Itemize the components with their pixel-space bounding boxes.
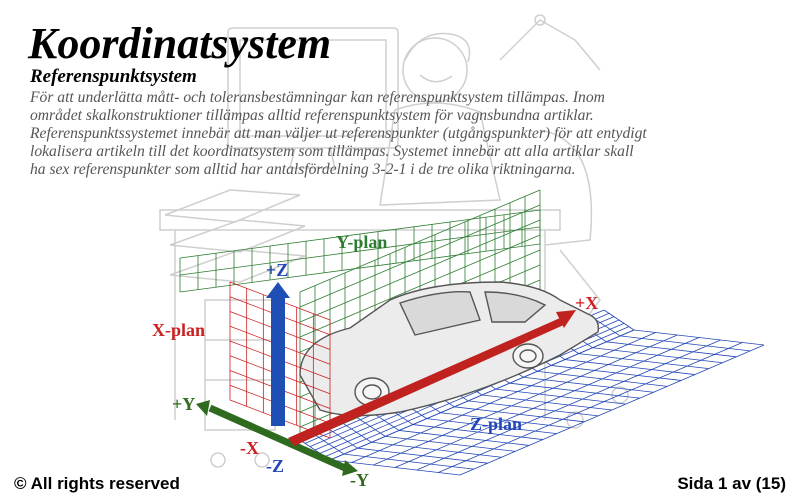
x-plane-label: X-plan bbox=[152, 320, 205, 340]
plus-z-label: +Z bbox=[266, 260, 288, 280]
minus-z-label: -Z bbox=[266, 456, 284, 476]
grid-line bbox=[179, 243, 541, 293]
grid-line bbox=[416, 339, 721, 471]
y-axis bbox=[196, 400, 358, 476]
grid-line bbox=[324, 326, 630, 458]
plus-x-label: +X bbox=[575, 293, 598, 313]
minus-x-label: -X bbox=[240, 438, 259, 458]
description-text: För att underlätta mått- och toleransbes… bbox=[30, 89, 790, 179]
y-plane-label: Y-plan bbox=[336, 232, 387, 252]
z-axis bbox=[266, 282, 290, 426]
grid-line bbox=[299, 204, 541, 308]
z-plane-label: Z-plan bbox=[470, 414, 522, 434]
grid-line bbox=[299, 189, 541, 293]
grid-line bbox=[394, 337, 700, 468]
page-indicator: Sida 1 av (15) bbox=[677, 474, 786, 493]
car-outline bbox=[299, 281, 600, 417]
plus-y-label: +Y bbox=[172, 394, 195, 414]
description-line: För att underlätta mått- och toleransbes… bbox=[30, 89, 605, 106]
grid-line bbox=[179, 226, 541, 276]
description-line: Referenspunktssystemet innebär att man v… bbox=[30, 125, 647, 142]
grid-line bbox=[459, 344, 765, 476]
grid-line bbox=[351, 332, 656, 463]
copyright-notice: © All rights reserved bbox=[14, 474, 180, 493]
grid-line bbox=[299, 219, 541, 323]
description-line: området skalkonstruktioner tillämpas all… bbox=[30, 107, 594, 124]
grid-line bbox=[179, 209, 541, 259]
grid-line bbox=[438, 342, 743, 473]
grid-line bbox=[299, 234, 541, 338]
page-title: Koordinatsystem bbox=[28, 19, 332, 68]
section-subtitle: Referenspunktsystem bbox=[30, 66, 197, 87]
grid-line bbox=[373, 334, 678, 466]
description-line: lokalisera artikeln till det koordinatsy… bbox=[30, 143, 634, 160]
x-axis bbox=[288, 310, 576, 446]
grid-line bbox=[329, 329, 635, 461]
description-line: ha sex referenspunkter som alltid har an… bbox=[30, 161, 576, 178]
minus-y-label: -Y bbox=[350, 470, 369, 490]
